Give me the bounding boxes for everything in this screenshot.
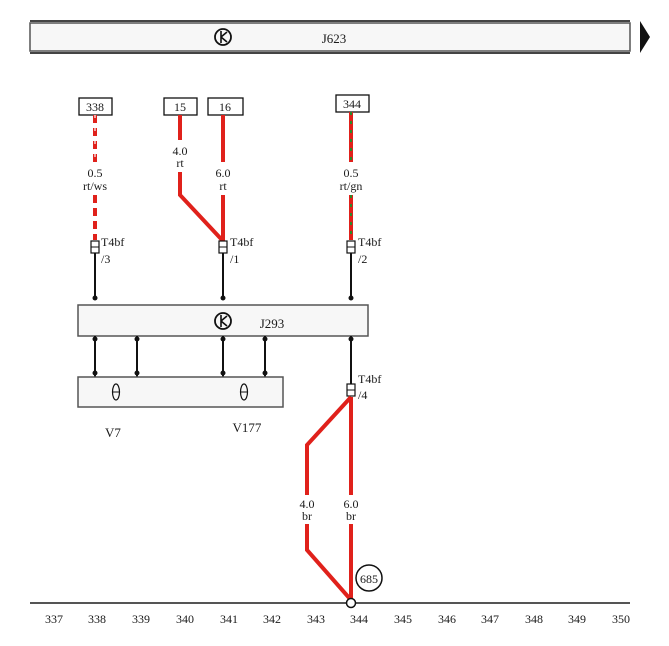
terminal-label: 15: [174, 100, 186, 114]
connector-name: T4bf: [101, 235, 124, 249]
fan-label-v177: V177: [233, 420, 262, 435]
bus-label: J623: [322, 31, 347, 46]
scale-number: 346: [438, 612, 456, 626]
fan-label-v7: V7: [105, 425, 121, 440]
wire-size-label: 4.0: [300, 497, 315, 511]
scale-number: 350: [612, 612, 630, 626]
terminal-344: 344: [335, 94, 370, 113]
wire-color-label: br: [302, 509, 312, 523]
fan-motor-icon: [111, 383, 121, 401]
terminal-label: 344: [343, 97, 361, 111]
fan-connections: [92, 336, 268, 377]
connector-pin: /3: [101, 252, 110, 266]
terminal-label: 16: [219, 100, 231, 114]
wire-size-label: 0.5: [344, 166, 359, 180]
scale-number: 338: [88, 612, 106, 626]
ground-label: 685: [360, 572, 378, 586]
wire-size-label: 6.0: [344, 497, 359, 511]
connector-t4bf-1: T4bf /1: [218, 235, 253, 301]
top-bus: J623: [29, 20, 650, 54]
wire-size-label: 4.0: [173, 144, 188, 158]
wire-size-label: 0.5: [88, 166, 103, 180]
terminal-15: 15: [163, 97, 198, 116]
terminal-338: 338: [78, 97, 113, 116]
wire-size-label: 6.0: [216, 166, 231, 180]
scale-number: 348: [525, 612, 543, 626]
terminal-16: 16: [207, 97, 244, 116]
connector-t4bf-3: T4bf /3: [90, 235, 124, 301]
connector-pin: /2: [358, 252, 367, 266]
connector-name: T4bf: [358, 372, 381, 386]
connector-t4bf-4: T4bf /4: [346, 336, 381, 402]
connector-t4bf-2: T4bf /2: [346, 235, 381, 301]
wire-color-label: rt: [219, 179, 227, 193]
wire-br-4: [305, 395, 353, 602]
ground-point: 685: [355, 564, 383, 592]
wire-color-label: br: [346, 509, 356, 523]
scale-number: 347: [481, 612, 499, 626]
control-unit-icon: [214, 312, 232, 330]
control-unit-icon: [214, 28, 232, 46]
connector-pin: /4: [358, 388, 367, 402]
scale-number: 339: [132, 612, 150, 626]
connector-name: T4bf: [358, 235, 381, 249]
connector-pin: /1: [230, 252, 239, 266]
fan-motor-icon: [239, 383, 249, 401]
wire-color-label: rt/ws: [83, 179, 107, 193]
wire-color-label: rt: [176, 156, 184, 170]
scale-number: 343: [307, 612, 325, 626]
scale-row: 337 338 339 340 341 342 343 344 345 346 …: [45, 612, 630, 626]
scale-number: 337: [45, 612, 63, 626]
scale-number: 341: [220, 612, 238, 626]
fan-module-box: [77, 376, 284, 408]
scale-number: 349: [568, 612, 586, 626]
module-label: J293: [260, 316, 285, 331]
wire-rt-4: [178, 115, 225, 243]
wire-color-label: rt/gn: [340, 179, 363, 193]
scale-number: 344: [350, 612, 368, 626]
terminal-label: 338: [86, 100, 104, 114]
module-j293: J293: [77, 304, 369, 337]
connector-name: T4bf: [230, 235, 253, 249]
scale-number: 345: [394, 612, 412, 626]
ground-node: [345, 597, 357, 609]
scale-number: 340: [176, 612, 194, 626]
scale-number: 342: [263, 612, 281, 626]
